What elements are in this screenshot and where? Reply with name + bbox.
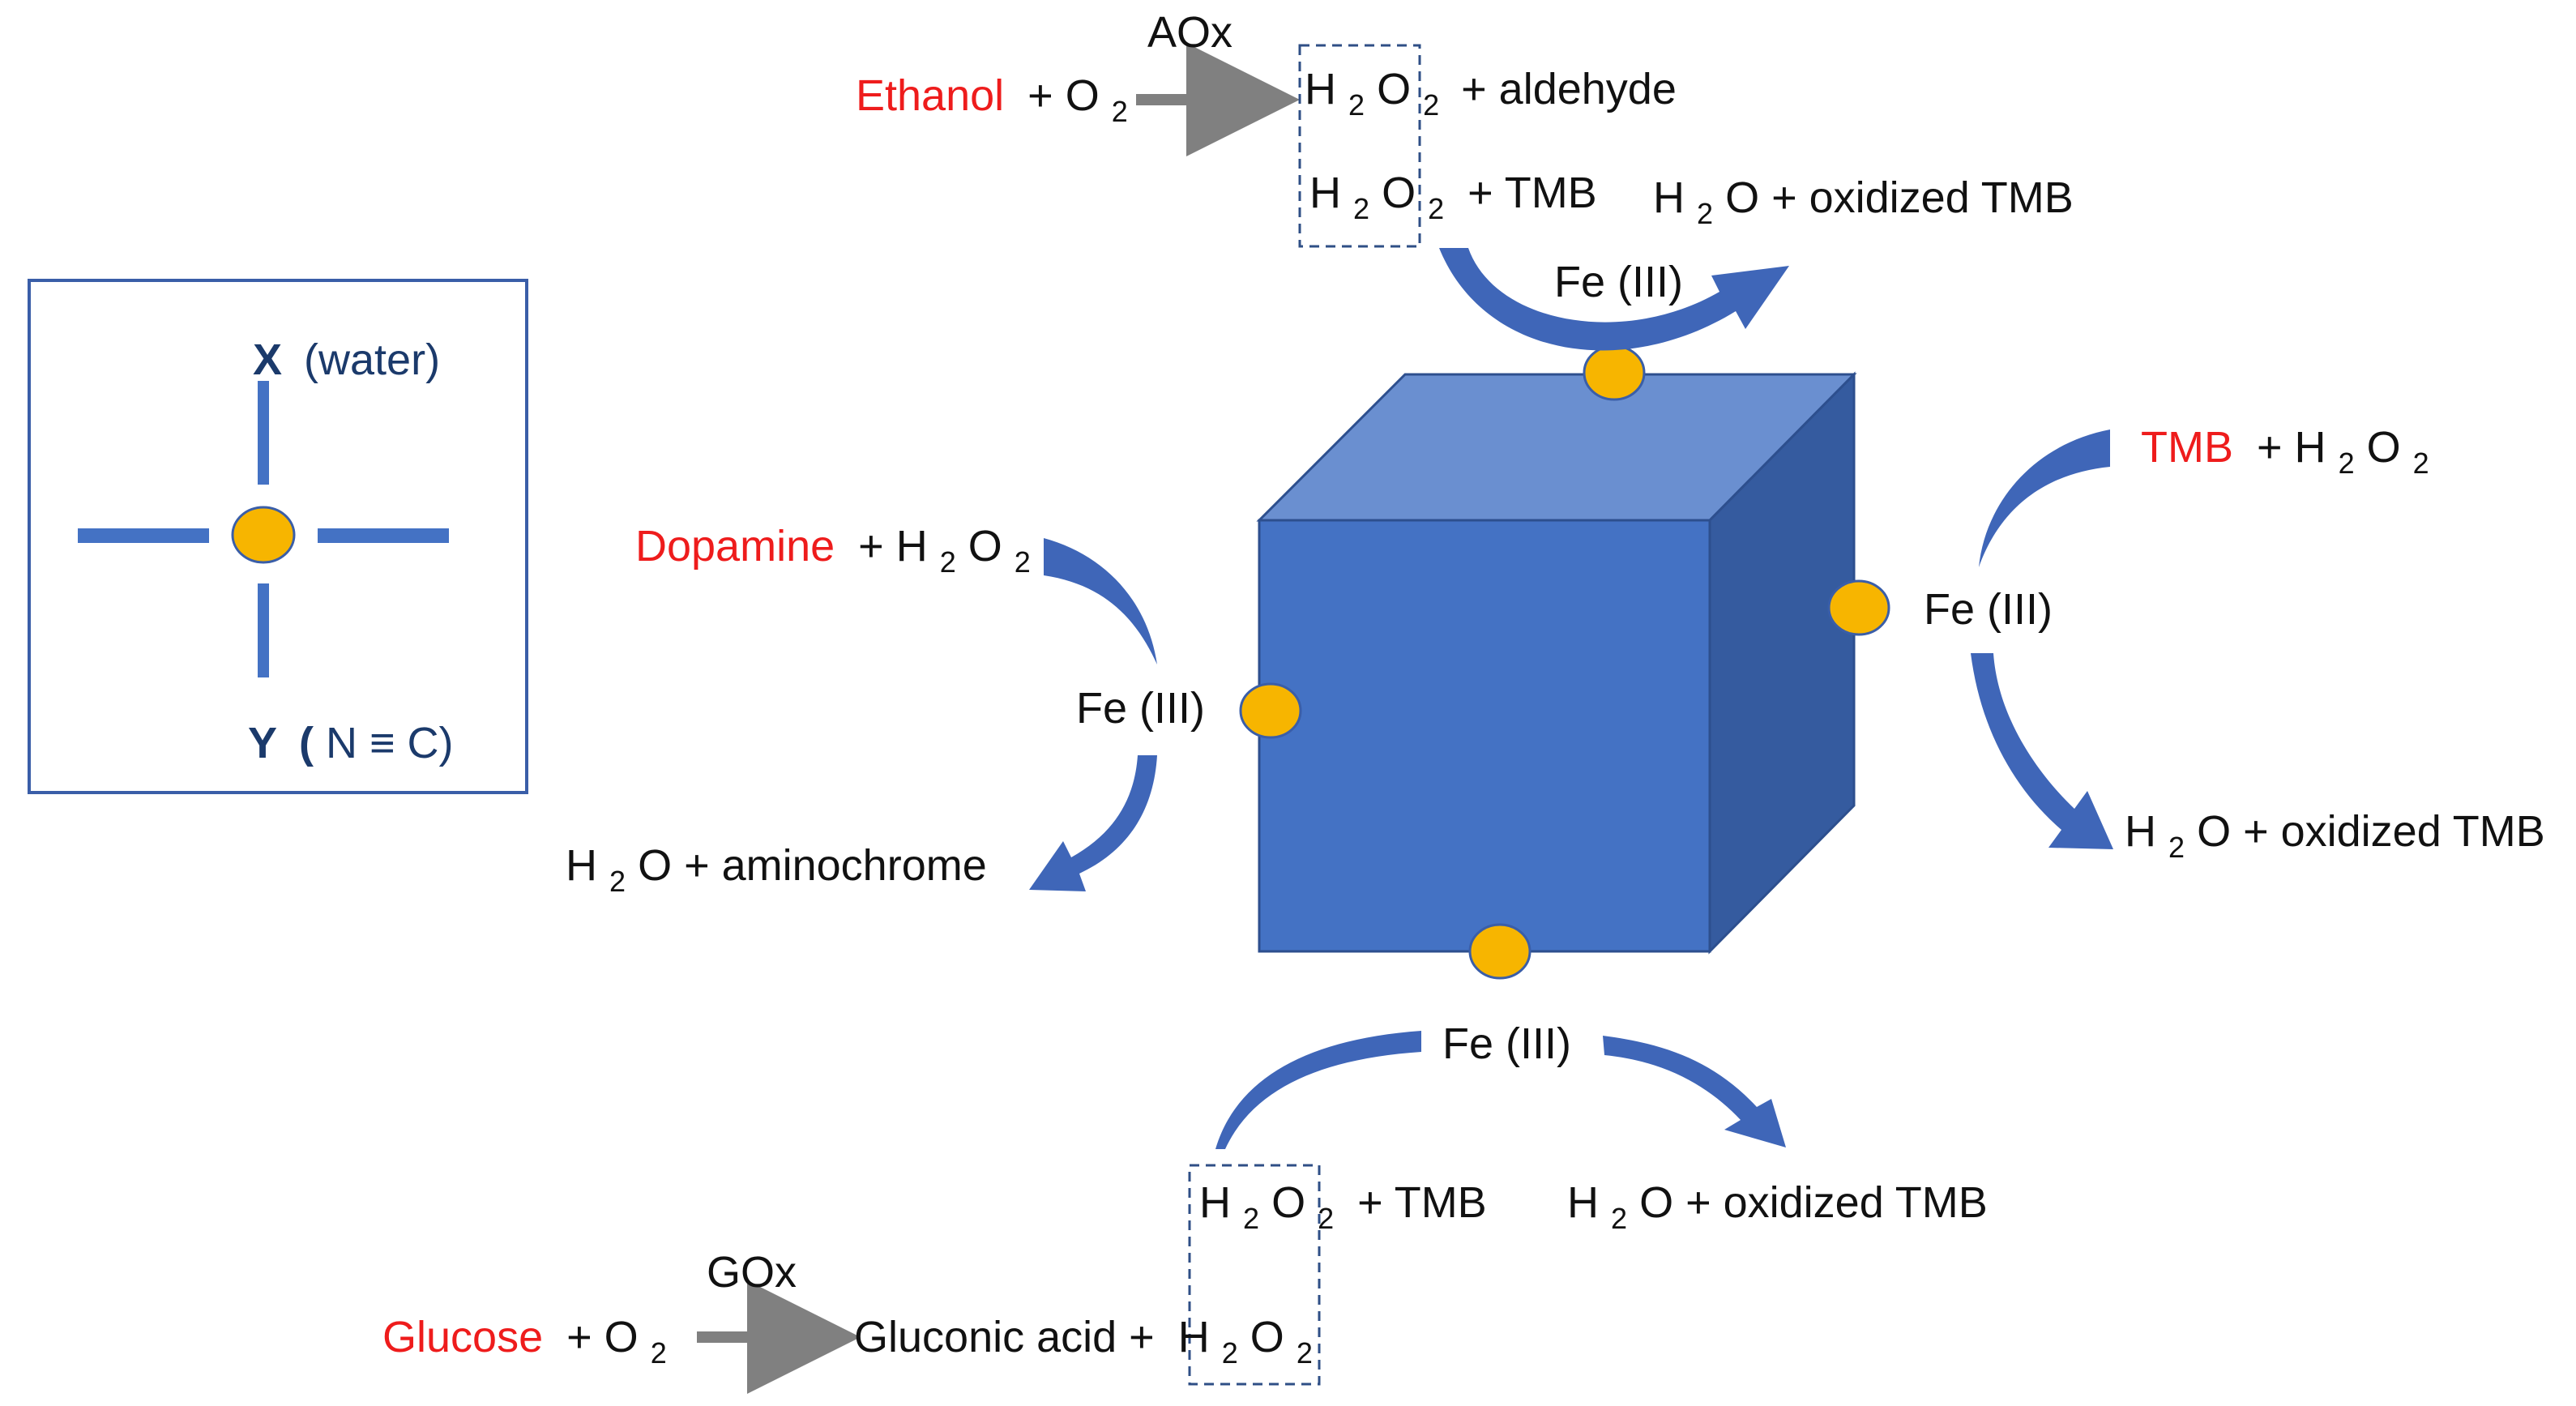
top-plus-tmb: + TMB <box>1467 169 1597 217</box>
svg-text:H 2 O + oxidized TMB: H 2 O + oxidized TMB <box>1567 1178 1988 1238</box>
left-o: O <box>968 522 1002 571</box>
right-product-rest: O + oxidized TMB <box>2197 807 2545 856</box>
right-plus-h: + H <box>2257 423 2326 472</box>
svg-text:Ethanol + O 2: Ethanol + O 2 <box>856 71 1128 128</box>
glucose-plus-o: + O <box>566 1313 639 1361</box>
bottom-h2o2-sub1: 2 <box>1243 1202 1259 1235</box>
gluconic-h2o2-h: H <box>1178 1313 1210 1361</box>
top-tmb-sub1: 2 <box>1353 192 1369 225</box>
ethanol-o-sub: 2 <box>1112 95 1128 128</box>
bottom-h2o2-o: O <box>1271 1178 1305 1227</box>
bottom-product-sub: 2 <box>1611 1202 1627 1235</box>
top-tmb-sub2: 2 <box>1428 192 1444 225</box>
legend-arm-top <box>258 381 269 485</box>
svg-text:Dopamine + H 2 O: Dopamine + H 2 O 2 <box>635 522 1031 582</box>
fe-node-left <box>1239 682 1302 739</box>
left-dopamine-reactant: Dopamine <box>635 522 835 571</box>
bottom-right-curved-arrow <box>1603 1036 1786 1147</box>
ethanol-reactant: Ethanol <box>856 71 1004 120</box>
gluconic-h2o2-o: O <box>1250 1313 1284 1361</box>
top-product-rest: O + oxidized TMB <box>1725 173 2074 222</box>
right-catalyst: Fe (III) <box>1924 585 2053 634</box>
gluconic-acid: Gluconic acid + <box>854 1313 1155 1361</box>
svg-text:H 2 O + oxidized TMB: H 2 O + oxidized TMB <box>1653 173 2074 233</box>
prussian-blue-cube <box>1256 371 1857 955</box>
h2o2-dashed-box-top <box>1298 44 1421 248</box>
legend-arm-bottom <box>258 583 269 677</box>
svg-text:Y ( N ≡ C): Y ( N ≡ C) <box>248 719 454 767</box>
svg-text:H 2 O 2 + TMB: H 2 O 2 + TMB <box>1199 1178 1487 1238</box>
svg-text:H 2 O 2 + alde: H 2 O 2 + aldehyde <box>1305 65 1677 125</box>
top-product-sub: 2 <box>1697 197 1713 230</box>
glucose-o-sub: 2 <box>651 1336 667 1370</box>
svg-text:X (water): X (water) <box>253 335 440 384</box>
legend-y-paren: ( <box>299 719 314 767</box>
legend-metal-node <box>231 506 296 564</box>
h2o2-dashed-box-bottom <box>1188 1164 1321 1386</box>
legend-arm-right <box>318 528 449 543</box>
bottom-h2o2-h: H <box>1199 1178 1231 1227</box>
left-product-rest: O + aminochrome <box>638 841 987 890</box>
right-tmb-reactant: TMB <box>2141 423 2233 472</box>
fe-node-bottom <box>1468 923 1532 980</box>
svg-text:H 2 O 2 + TMB: H 2 O 2 + TMB <box>1309 169 1597 229</box>
top-h2o2-o: O <box>1377 65 1411 113</box>
left-sub2: 2 <box>1015 545 1031 579</box>
top-tmb-h: H <box>1309 169 1341 217</box>
gox-enzyme-label: GOx <box>707 1248 797 1297</box>
top-curved-arrow <box>1439 248 1789 351</box>
right-product-h: H <box>2125 807 2156 856</box>
top-h2o2-sub1: 2 <box>1348 88 1365 122</box>
right-sub1: 2 <box>2339 447 2355 480</box>
svg-text:Gluconic acid + H 2: Gluconic acid + H 2 O 2 <box>854 1313 1313 1373</box>
top-aldehyde: + aldehyde <box>1461 65 1677 113</box>
top-tmb-o: O <box>1382 169 1416 217</box>
left-product-h: H <box>566 841 597 890</box>
bottom-product-h: H <box>1567 1178 1599 1227</box>
svg-text:H 2 O + oxidized TMB: H 2 O + oxidized TMB <box>2125 807 2545 867</box>
svg-text:TMB + H 2 O 2: TMB + H 2 O 2 <box>2141 423 2429 483</box>
bottom-left-curved-arrow <box>1215 1031 1421 1149</box>
fe-node-top <box>1583 344 1646 401</box>
top-h2o2-h: H <box>1305 65 1336 113</box>
left-sub1: 2 <box>940 545 956 579</box>
legend-box: X (water) Y ( N ≡ C) <box>28 279 528 794</box>
left-plus-h: + H <box>858 522 928 571</box>
top-h2o2-sub2: 2 <box>1423 88 1439 122</box>
bottom-catalyst: Fe (III) <box>1442 1019 1571 1068</box>
ethanol-plus-o: + O <box>1027 71 1100 120</box>
bottom-plus-tmb: + TMB <box>1357 1178 1487 1227</box>
bottom-h2o2-sub2: 2 <box>1318 1202 1334 1235</box>
fe-node-right <box>1827 579 1890 636</box>
legend-y-desc: N ≡ C) <box>326 719 454 767</box>
legend-x-desc: (water) <box>304 335 440 384</box>
glucose-reactant: Glucose <box>382 1313 543 1361</box>
top-product-h: H <box>1653 173 1685 222</box>
gluconic-h2o2-sub2: 2 <box>1297 1336 1313 1370</box>
left-catalyst: Fe (III) <box>1076 684 1205 733</box>
legend-x-label: X <box>253 335 282 384</box>
cube-front-face <box>1258 519 1711 953</box>
left-product-sub: 2 <box>609 865 626 898</box>
right-curved-arrow <box>1971 429 2113 849</box>
aox-enzyme-label: AOx <box>1147 8 1232 57</box>
right-product-sub: 2 <box>2168 831 2185 864</box>
top-catalyst: Fe (III) <box>1554 258 1683 306</box>
right-sub2: 2 <box>2413 447 2429 480</box>
gluconic-h2o2-sub1: 2 <box>1222 1336 1238 1370</box>
right-o: O <box>2367 423 2401 472</box>
svg-text:H 2 O + aminochrome: H 2 O + aminochrome <box>566 841 987 901</box>
bottom-product-rest: O + oxidized TMB <box>1639 1178 1988 1227</box>
svg-text:Glucose + O 2: Glucose + O 2 <box>382 1313 667 1370</box>
legend-arm-left <box>78 528 209 543</box>
legend-y-label: Y <box>248 719 277 767</box>
